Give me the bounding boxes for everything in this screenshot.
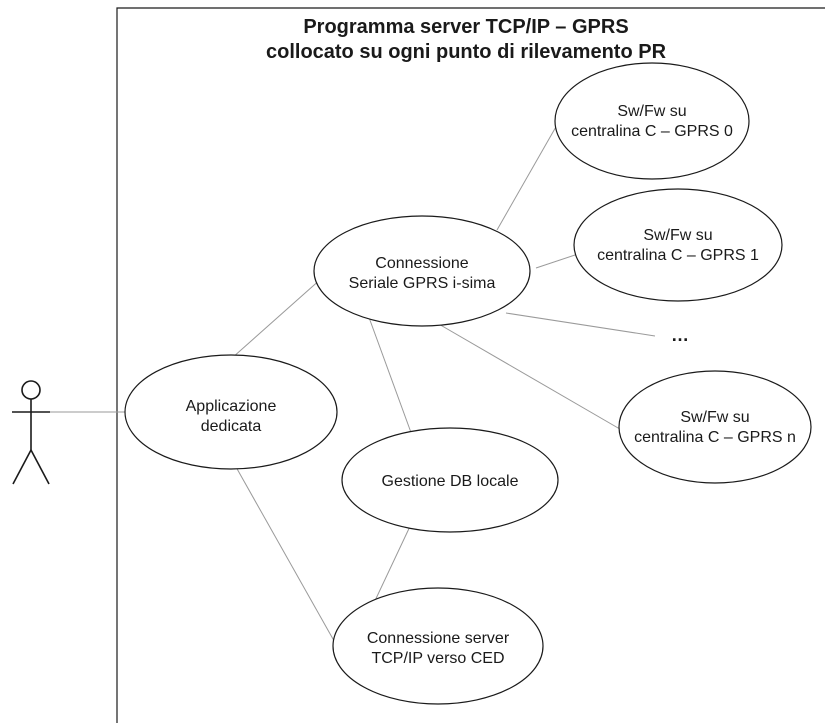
system-title-line1: Programma server TCP/IP – GPRS	[303, 16, 628, 38]
usecase-applicazione-dedicata: Applicazione dedicata	[124, 354, 338, 470]
usecase-label: Applicazione	[186, 398, 277, 415]
usecase-connessione-server: Connessione server TCP/IP verso CED	[332, 587, 544, 705]
usecase-label: Sw/Fw su	[643, 227, 712, 244]
usecase-gestione-db: Gestione DB locale	[341, 427, 559, 533]
usecase-label: Connessione	[375, 255, 469, 272]
usecase-label: centralina C – GPRS n	[634, 429, 796, 446]
usecase-label: Seriale GPRS i-sima	[349, 275, 496, 292]
usecase-label: centralina C – GPRS 1	[597, 247, 759, 264]
usecase-label: Connessione server	[367, 630, 510, 647]
more-connections-ellipsis: …	[671, 325, 689, 345]
system-title-line2: collocato su ogni punto di rilevamento P…	[266, 41, 667, 63]
usecase-label: TCP/IP verso CED	[371, 650, 504, 667]
assoc-seriale-gprs0	[496, 124, 558, 231]
assoc-seriale-gestione	[366, 311, 414, 439]
assoc-seriale-ellipsis	[505, 312, 656, 337]
usecase-label: centralina C – GPRS 0	[571, 123, 733, 140]
usecase-gprs-0: Sw/Fw su centralina C – GPRS 0	[554, 62, 750, 180]
assoc-seriale-gprsn	[436, 322, 626, 433]
actor-icon	[12, 380, 50, 485]
usecase-label: Sw/Fw su	[617, 103, 686, 120]
usecase-label: Gestione DB locale	[382, 473, 519, 490]
usecase-label: Sw/Fw su	[680, 409, 749, 426]
assoc-applicazione-server	[235, 466, 343, 656]
usecase-label: dedicata	[201, 418, 262, 435]
usecase-connessione-seriale: Connessione Seriale GPRS i-sima	[313, 215, 531, 327]
usecase-gprs-1: Sw/Fw su centralina C – GPRS 1	[573, 188, 783, 302]
association-lines	[50, 124, 656, 656]
system-boundary	[116, 7, 825, 723]
usecase-gprs-n: Sw/Fw su centralina C – GPRS n	[618, 370, 812, 484]
assoc-gestione-server	[371, 519, 414, 608]
